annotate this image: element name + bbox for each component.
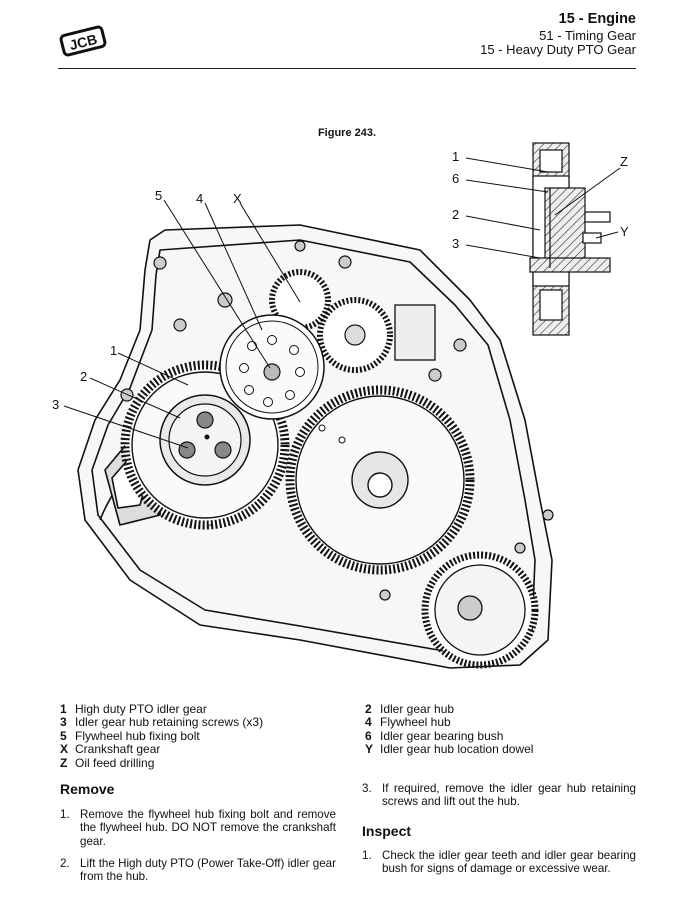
subsection-title: 51 - Timing Gear [539, 28, 636, 43]
detail-callout-3: 3 [452, 236, 459, 251]
remove-heading: Remove [60, 781, 115, 797]
callout-leaders [63, 199, 301, 449]
inspect-step-1: 1. Check the idler gear teeth and idler … [362, 849, 636, 876]
callout-1: 1 [110, 343, 117, 358]
detail-callout-z: Z [620, 154, 628, 169]
detail-callout-2: 2 [452, 207, 459, 222]
callout-x: X [233, 191, 242, 206]
callout-4: 4 [196, 191, 203, 206]
logo-text: JCB [68, 31, 99, 53]
housing-bolts [120, 240, 554, 601]
pump-gear [421, 551, 539, 669]
remove-step-2: 2. Lift the High duty PTO (Power Take-Of… [60, 857, 336, 884]
timing-gear-illustration: 5 4 X 1 2 3 1 6 2 3 Z Y [52, 142, 629, 669]
callout-5: 5 [155, 188, 162, 203]
detail-callout-1: 1 [452, 149, 459, 164]
figure-caption: Figure 243. [317, 127, 377, 139]
inspect-heading: Inspect [362, 823, 412, 839]
remove-step-1: 1. Remove the flywheel hub fixing bolt a… [60, 808, 336, 848]
auxiliary-gears [269, 269, 436, 373]
flywheel-hub [219, 314, 325, 420]
detail-callout-6: 6 [452, 171, 459, 186]
jcb-logo: JCB [59, 25, 107, 57]
topic-title: 15 - Heavy Duty PTO Gear [480, 42, 636, 57]
callout-2: 2 [80, 369, 87, 384]
header-divider [58, 68, 636, 69]
detail-leaders [465, 157, 621, 259]
camshaft-gear [285, 385, 475, 575]
callout-3: 3 [52, 397, 59, 412]
hub-section-detail [529, 142, 611, 336]
detail-callout-y: Y [620, 224, 629, 239]
page-header: 15 - Engine 51 - Timing Gear 15 - Heavy … [480, 12, 636, 57]
section-title: 15 - Engine [558, 11, 636, 27]
remove-step-3: 3. If required, remove the idler gear hu… [362, 782, 636, 809]
